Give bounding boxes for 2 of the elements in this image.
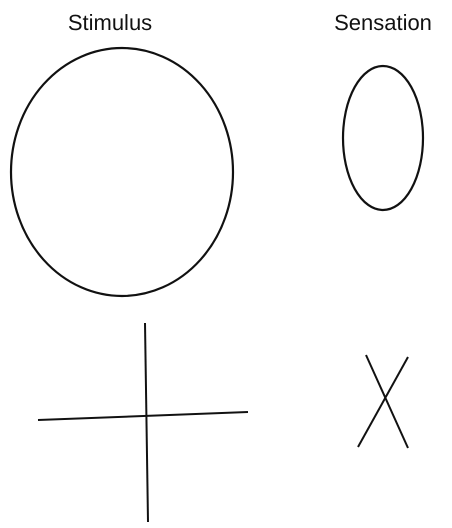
column-heading: Stimulus	[68, 10, 152, 36]
column-heading: Sensation	[334, 10, 432, 36]
